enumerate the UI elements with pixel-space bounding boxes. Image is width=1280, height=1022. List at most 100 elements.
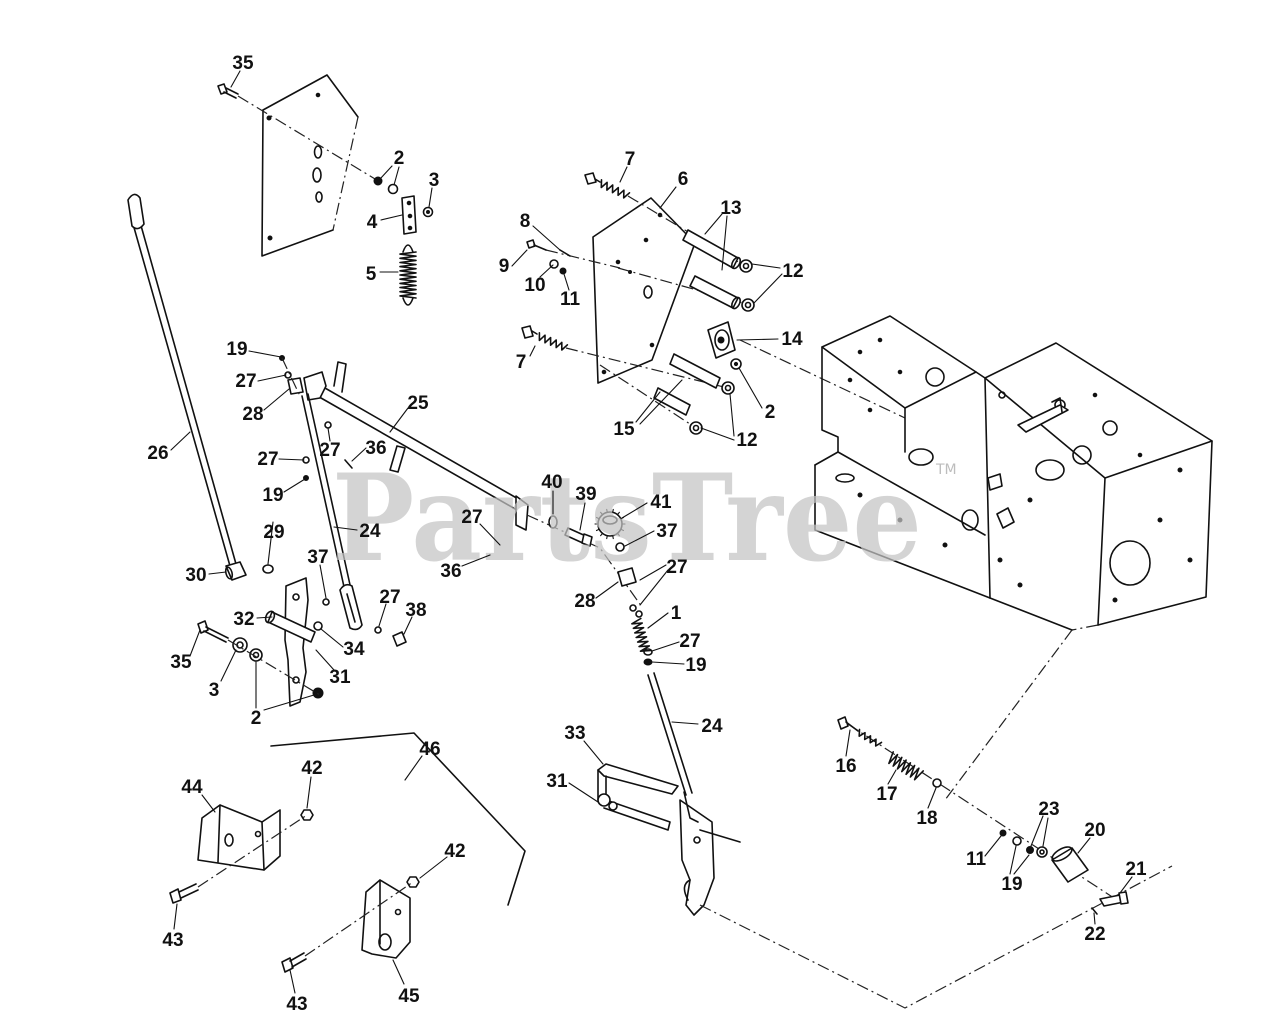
nut-2-center bbox=[730, 358, 742, 370]
shift-lever-33 bbox=[597, 763, 741, 916]
pin-22 bbox=[1091, 907, 1098, 915]
knob-ridge bbox=[616, 532, 620, 537]
axis-line-housing-down bbox=[944, 629, 1073, 801]
bushing-20 bbox=[1051, 846, 1089, 883]
bolt-43-upper bbox=[169, 883, 199, 904]
shift-rod-26 bbox=[127, 193, 237, 567]
axis-line-left-rod bbox=[281, 357, 301, 397]
callout-27: 27 bbox=[319, 440, 340, 461]
callout-17: 17 bbox=[876, 784, 897, 805]
axis-line-lower-left bbox=[227, 639, 321, 696]
knob-ridge bbox=[620, 528, 625, 532]
callout-27: 27 bbox=[235, 371, 256, 392]
callout-39: 39 bbox=[575, 484, 596, 505]
callout-21: 21 bbox=[1125, 859, 1147, 880]
shift-link-24-left bbox=[301, 393, 363, 631]
callout-28: 28 bbox=[574, 591, 595, 612]
callout-43: 43 bbox=[286, 994, 307, 1015]
callout-23: 23 bbox=[1038, 799, 1059, 820]
bracket-44 bbox=[197, 804, 281, 871]
knob-ridge bbox=[600, 532, 604, 537]
callout-46: 46 bbox=[419, 739, 440, 760]
callout-1: 1 bbox=[671, 603, 682, 624]
bolt-35-lower bbox=[197, 620, 229, 643]
callout-42: 42 bbox=[301, 758, 322, 779]
callout-37: 37 bbox=[656, 521, 677, 542]
shift-link-24-right bbox=[647, 672, 693, 796]
callout-10: 10 bbox=[524, 275, 545, 296]
bolt-43-lower bbox=[281, 952, 307, 973]
plate-6 bbox=[592, 197, 696, 384]
callout-27: 27 bbox=[257, 449, 278, 470]
callout-41: 41 bbox=[650, 492, 672, 513]
bracket-45 bbox=[361, 879, 411, 959]
watermark: PartsTree TM bbox=[332, 448, 957, 589]
callout-19: 19 bbox=[262, 485, 283, 506]
bolt-9 bbox=[526, 239, 547, 251]
callout-leader-lines bbox=[170, 70, 1133, 994]
callout-34: 34 bbox=[343, 639, 365, 660]
callout-19: 19 bbox=[226, 339, 247, 360]
callout-14: 14 bbox=[781, 329, 803, 350]
callout-3: 3 bbox=[429, 170, 440, 191]
bolt-21 bbox=[1099, 891, 1129, 907]
washer-11-right bbox=[999, 829, 1007, 837]
callout-27: 27 bbox=[666, 557, 687, 578]
callout-8: 8 bbox=[520, 211, 531, 232]
shift-shaft-25 bbox=[303, 361, 529, 531]
watermark-trademark: TM bbox=[935, 462, 957, 478]
bolt-7-upper bbox=[584, 172, 631, 199]
knob-41 bbox=[594, 508, 626, 540]
nuts-12-lower bbox=[689, 381, 735, 435]
spacer-13-lower bbox=[689, 275, 741, 310]
ferrule-30 bbox=[224, 561, 247, 581]
bolt-7-lower-thread bbox=[538, 331, 569, 351]
callout-2: 2 bbox=[394, 148, 405, 169]
callout-36: 36 bbox=[365, 438, 386, 459]
washer-40 bbox=[548, 515, 558, 529]
nuts-12-upper bbox=[739, 259, 755, 312]
callout-20: 20 bbox=[1084, 820, 1105, 841]
callout-35: 35 bbox=[232, 53, 254, 74]
callout-12: 12 bbox=[736, 430, 757, 451]
washer-11 bbox=[559, 267, 567, 275]
callout-5: 5 bbox=[366, 264, 377, 285]
callout-32: 32 bbox=[233, 609, 254, 630]
washers-2-lower bbox=[249, 648, 324, 699]
bolt-7-lower bbox=[521, 325, 569, 351]
bolt-16-thread bbox=[858, 728, 883, 747]
axis-line-bottom bbox=[699, 865, 1173, 1009]
link-plate-4 bbox=[401, 195, 417, 235]
spacers-15 bbox=[653, 353, 721, 416]
callout-22: 22 bbox=[1084, 924, 1105, 945]
callout-3: 3 bbox=[209, 680, 220, 701]
callout-26: 26 bbox=[147, 443, 168, 464]
knob-ridge bbox=[616, 511, 620, 516]
callout-11: 11 bbox=[966, 849, 987, 870]
callout-11: 11 bbox=[560, 289, 581, 310]
callout-25: 25 bbox=[407, 393, 429, 414]
callout-18: 18 bbox=[916, 808, 937, 829]
knob-ridge bbox=[595, 528, 600, 532]
washer-23 bbox=[1036, 846, 1048, 858]
small-parts-left-lower bbox=[262, 564, 407, 647]
callout-35: 35 bbox=[170, 652, 192, 673]
nut-42-lower bbox=[406, 876, 420, 888]
knob-ridge bbox=[600, 511, 604, 516]
callout-19: 19 bbox=[685, 655, 706, 676]
callout-4: 4 bbox=[367, 212, 378, 233]
spacer-13-upper bbox=[682, 229, 742, 270]
callout-27: 27 bbox=[461, 507, 482, 528]
callout-2: 2 bbox=[765, 402, 776, 423]
housing-shift-stub bbox=[987, 473, 1015, 529]
callout-12: 12 bbox=[782, 261, 803, 282]
callout-33: 33 bbox=[564, 723, 585, 744]
housing-bracket bbox=[1017, 397, 1069, 433]
bearing-14 bbox=[707, 321, 736, 359]
callout-7: 7 bbox=[625, 149, 636, 170]
pin-8 bbox=[559, 249, 571, 257]
callout-29: 29 bbox=[263, 522, 284, 543]
callout-38: 38 bbox=[405, 600, 426, 621]
callout-27: 27 bbox=[679, 631, 700, 652]
callout-30: 30 bbox=[185, 565, 206, 586]
